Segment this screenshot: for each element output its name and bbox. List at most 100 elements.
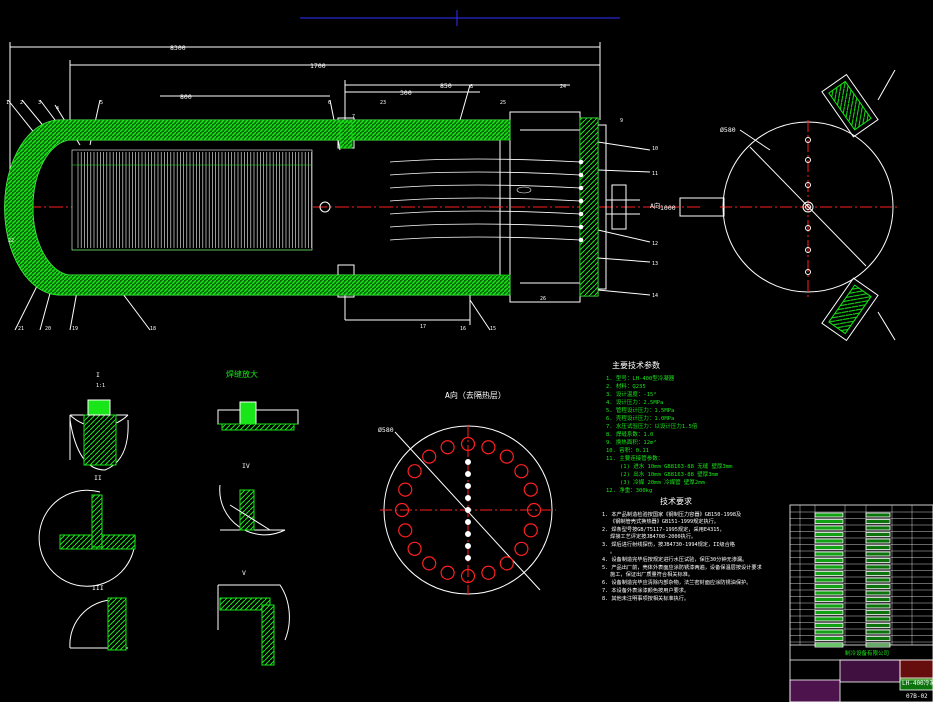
specs-title: 主要技术参数 xyxy=(612,360,660,370)
bom-cell xyxy=(865,558,891,563)
balloon-label: 25 xyxy=(500,100,506,106)
tubesheet-view xyxy=(380,425,556,595)
company-name: 制冷设备有限公司 xyxy=(845,649,889,657)
view-a-bottom-label: A向（去隔热层） xyxy=(445,390,506,400)
dim-800: 800 xyxy=(180,93,192,101)
tube-hole xyxy=(465,483,471,489)
spec-line: 4. 设计压力：2.5MPa xyxy=(606,398,663,406)
bolt-hole xyxy=(481,565,496,580)
bom-cell xyxy=(814,545,844,550)
balloon-label: 10 xyxy=(652,146,658,152)
bom-cell xyxy=(865,629,891,635)
shell-hatch xyxy=(4,117,599,297)
bolt-hole xyxy=(481,440,496,455)
requirement-line: 6. 设备制造完毕应清除内部杂物，法兰密封面应涂防锈油保护。 xyxy=(602,578,751,586)
dim-dia-right: Ø580 xyxy=(720,126,736,134)
tube-hole xyxy=(465,471,471,477)
detail-iv-label: IV xyxy=(242,462,250,470)
bolt-hole xyxy=(440,565,455,580)
bolt-hole xyxy=(398,482,413,497)
spec-subline: (1) 进水 10mm GB8163-88 无缝 壁厚3mm xyxy=(620,462,733,470)
tube-end xyxy=(578,224,584,230)
spec-line: 8. 焊缝系数：1.0 xyxy=(606,430,653,438)
bom-cell xyxy=(865,616,891,622)
bolt-hole xyxy=(407,541,422,556)
tube-end xyxy=(578,159,584,165)
requirement-line: 施工，保证出厂质量符合相关标准。 xyxy=(610,570,693,578)
requirement-line: 4. 设备制造完毕后按规定进行水压试验，保压30分钟无渗漏。 xyxy=(602,555,747,563)
bom-cell xyxy=(814,623,844,628)
spec-line: 11. 主要连接管参数： xyxy=(606,454,663,462)
bolt-hole xyxy=(394,502,410,518)
requirement-line: 1. 本产品制造检验按国家《钢制压力容器》GB150-1998及 xyxy=(602,510,741,518)
tube-bundle xyxy=(71,149,584,251)
dim-1700: 1700 xyxy=(310,62,326,70)
bom-cell xyxy=(814,616,844,622)
bolt-hole xyxy=(460,568,476,584)
bom-cell xyxy=(814,538,844,544)
dim-dia-bottom: Ø580 xyxy=(378,426,394,434)
bolt-hole xyxy=(422,449,437,464)
spec-weight: 12. 净重：300kg xyxy=(606,486,652,494)
spec-subline: (3) 冷媒 20mm 冷媒管 壁厚2mm xyxy=(620,478,706,486)
balloon-label: 14 xyxy=(652,293,658,299)
spec-line: 7. 水压试验压力：以设计压力1.5倍 xyxy=(606,422,698,430)
tube-end xyxy=(578,185,584,191)
tube-hole xyxy=(805,225,811,231)
bolt-hole xyxy=(499,556,514,571)
bom-cell xyxy=(814,577,844,583)
tube-end xyxy=(578,198,584,204)
bom-cell xyxy=(865,577,891,583)
bom-cell xyxy=(814,597,844,602)
bom-cell xyxy=(814,610,844,615)
bom-cell xyxy=(865,532,891,537)
requirement-line: 3. 焊后进行射线探伤，按JB4730-1994规定，II级合格 xyxy=(602,540,736,548)
weld-enlarge-label: 焊缝放大 xyxy=(226,369,258,379)
detail-i-label: I xyxy=(96,371,100,379)
spec-line: 1. 型号：LH-400型冷凝器 xyxy=(606,374,675,382)
tube-hole xyxy=(465,495,471,501)
tube-hole xyxy=(805,269,811,275)
tube-hole xyxy=(805,247,811,253)
balloon-label: 21 xyxy=(18,326,24,332)
bom-cell xyxy=(865,603,891,609)
tube xyxy=(389,223,581,228)
requirement-line: 。 xyxy=(610,549,615,555)
spec-line: 6. 壳程设计压力：1.0MPa xyxy=(606,414,674,422)
tube-hole xyxy=(465,531,471,537)
bom-cell xyxy=(865,597,891,602)
balloon-label: 4 xyxy=(56,106,59,112)
spec-line: 5. 管程设计压力：1.5MPa xyxy=(606,406,674,414)
balloon-label: 15 xyxy=(490,326,496,332)
detail-views xyxy=(38,399,299,666)
requirement-line: 2. 焊条型号按GB/T5117-1995规定，采用E4315， xyxy=(602,525,725,533)
tube-hole xyxy=(465,543,471,549)
balloon-label: 16 xyxy=(460,326,466,332)
tube xyxy=(389,197,581,202)
balloon-label: 23 xyxy=(380,100,386,106)
bom-cell xyxy=(865,610,891,615)
balloon-label: 24 xyxy=(560,84,566,90)
bom-cell xyxy=(865,545,891,550)
bom-cell xyxy=(814,525,844,531)
detail-v-label: V xyxy=(242,569,246,577)
bom-cell xyxy=(865,564,891,570)
tube-end xyxy=(578,211,584,217)
end-view-a xyxy=(679,69,900,342)
balloon-label: 17 xyxy=(420,324,426,330)
bom-cell xyxy=(814,603,844,609)
bom-cell xyxy=(865,538,891,544)
balloon-label: 1 xyxy=(6,100,9,106)
bolt-hole xyxy=(523,482,538,497)
balloon-label: 11 xyxy=(652,171,658,177)
bolt-hole xyxy=(514,541,529,556)
bolt-hole xyxy=(440,440,455,455)
bolt-hole xyxy=(407,464,422,479)
balloon-label: 5 xyxy=(100,100,103,106)
balloon-label: 2 xyxy=(20,100,23,106)
tube-hole xyxy=(805,157,811,163)
tube xyxy=(389,210,581,215)
tube xyxy=(389,171,581,176)
tube-hole xyxy=(805,204,811,210)
requirement-line: 7. 本设备外表涂漆颜色按用户要求。 xyxy=(602,586,689,594)
